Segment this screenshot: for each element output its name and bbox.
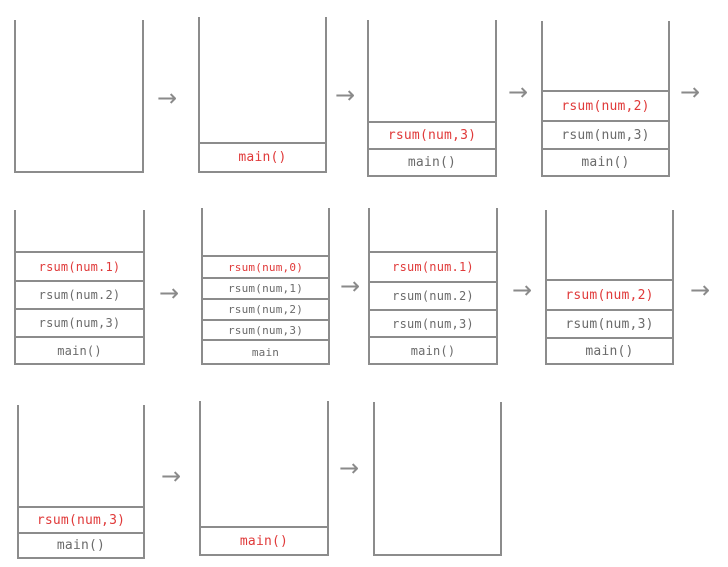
active-stack-frame: rsum(num.1) — [16, 251, 143, 280]
stack-frame: main — [203, 339, 328, 363]
active-stack-frame: main() — [201, 526, 327, 554]
transition-arrow-icon: → — [159, 279, 180, 307]
stack-9: rsum(num,3)main() — [17, 405, 145, 559]
stack-frame: main() — [16, 336, 143, 363]
stack-2: main() — [198, 17, 327, 173]
stack-7: rsum(num.1)rsum(num.2)rsum(num,3)main() — [368, 208, 498, 365]
stack-10: main() — [199, 401, 329, 556]
active-stack-frame: rsum(num,2) — [543, 90, 668, 120]
stack-frame: rsum(num.2) — [370, 281, 496, 309]
active-stack-frame: rsum(num.1) — [370, 251, 496, 281]
stack-frame: main() — [370, 336, 496, 363]
transition-arrow-icon: → — [690, 276, 711, 304]
stack-frame: rsum(num,2) — [203, 298, 328, 319]
stack-8: rsum(num,2)rsum(num,3)main() — [545, 210, 674, 365]
transition-arrow-icon: → — [157, 84, 178, 112]
stack-frame: rsum(num,3) — [203, 319, 328, 339]
stack-4: rsum(num,2)rsum(num,3)main() — [541, 21, 670, 177]
stack-5: rsum(num.1)rsum(num.2)rsum(num,3)main() — [14, 210, 145, 365]
stack-frame: main() — [543, 148, 668, 175]
stack-frame: rsum(num,1) — [203, 277, 328, 298]
transition-arrow-icon: → — [340, 272, 361, 300]
stack-frame: rsum(num,3) — [370, 309, 496, 336]
stack-3: rsum(num,3)main() — [367, 20, 497, 177]
stack-frame: main() — [369, 148, 495, 175]
transition-arrow-icon: → — [508, 78, 529, 106]
active-stack-frame: rsum(num,2) — [547, 279, 672, 309]
active-stack-frame: rsum(num,3) — [19, 506, 143, 532]
transition-arrow-icon: → — [512, 276, 533, 304]
active-stack-frame: rsum(num,0) — [203, 255, 328, 277]
stack-frame: rsum(num,3) — [16, 308, 143, 336]
stack-frame: main() — [19, 532, 143, 557]
stack-1 — [14, 20, 144, 173]
stack-11 — [373, 402, 502, 556]
active-stack-frame: rsum(num,3) — [369, 121, 495, 148]
stack-frame: rsum(num,3) — [547, 309, 672, 337]
stack-frame: main() — [547, 337, 672, 363]
transition-arrow-icon: → — [680, 78, 701, 106]
transition-arrow-icon: → — [339, 454, 360, 482]
transition-arrow-icon: → — [161, 462, 182, 490]
stack-frame: rsum(num,3) — [543, 120, 668, 148]
stack-frame: rsum(num.2) — [16, 280, 143, 308]
stack-6: rsum(num,0)rsum(num,1)rsum(num,2)rsum(nu… — [201, 208, 330, 365]
transition-arrow-icon: → — [335, 81, 356, 109]
active-stack-frame: main() — [200, 142, 325, 171]
